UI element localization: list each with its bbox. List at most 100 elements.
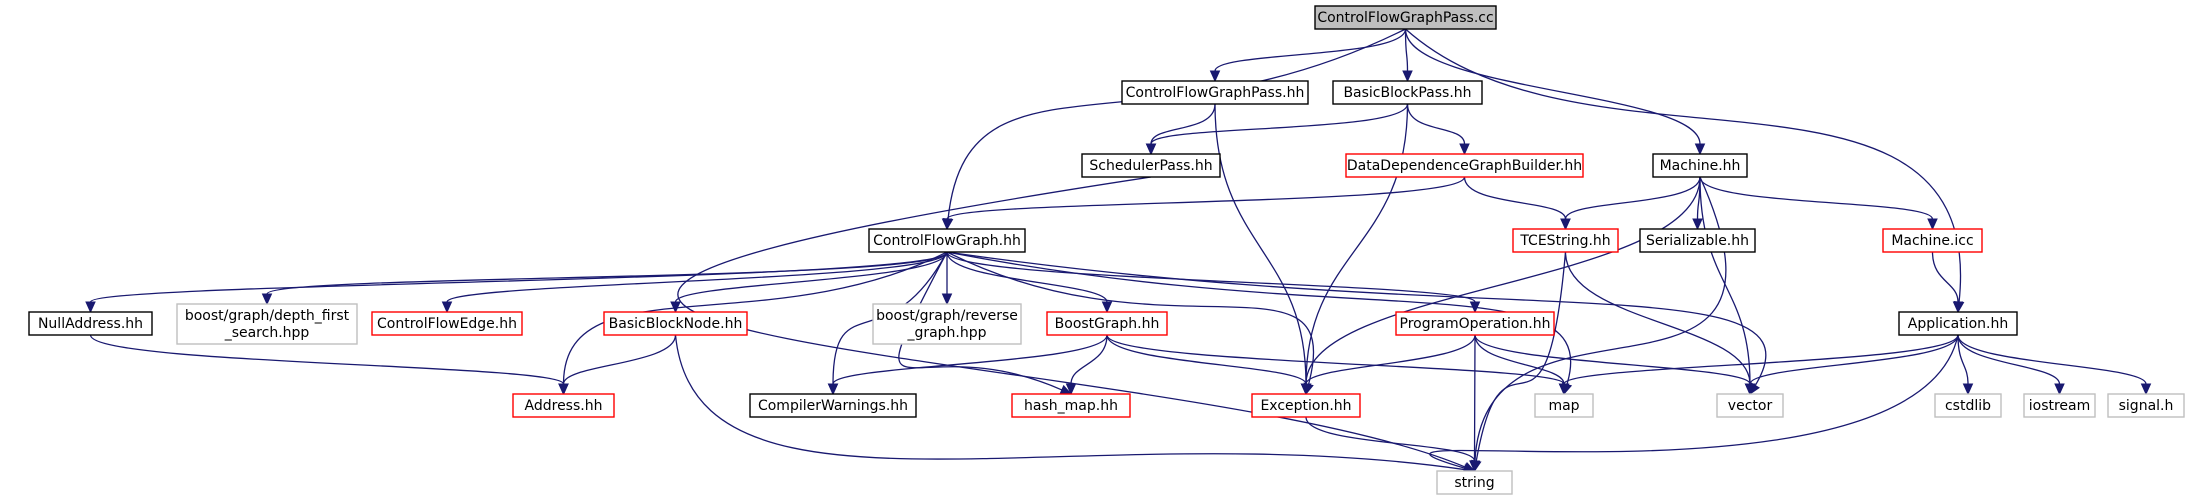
node-box-nulladdress	[28, 311, 153, 336]
node-box-bbpass	[1332, 80, 1483, 105]
node-signal: signal.h	[2107, 393, 2185, 418]
edge-tcestring-to-vector	[1564, 251, 1751, 385]
node-root[interactable]: ControlFlowGraphPass.cc	[1314, 5, 1497, 30]
node-iostream: iostream	[2023, 393, 2096, 418]
node-label-machineicc: Machine.icc	[1891, 233, 1973, 249]
edge-application-to-cstdlib	[1957, 334, 1969, 385]
arrowhead-boostgraph-to-hashmap	[1065, 383, 1077, 396]
node-cfg[interactable]: ControlFlowGraph.hh	[868, 228, 1026, 253]
edge-cfg-to-cfedge	[446, 251, 948, 303]
node-boostgraph[interactable]: BoostGraph.hh	[1046, 311, 1168, 336]
node-ddgbuilder[interactable]: DataDependenceGraphBuilder.hh	[1345, 153, 1584, 178]
edge-progop-to-map	[1474, 334, 1565, 385]
arrowhead-cfg-to-boostgraph	[1101, 301, 1113, 314]
node-nulladdress[interactable]: NullAddress.hh	[28, 311, 153, 336]
node-box-cfg	[868, 228, 1026, 253]
node-label-dfs-line-1: boost/graph/depth_first	[185, 308, 350, 324]
edge-cfg-to-vector	[946, 251, 1767, 386]
node-revgraph: boost/graph/reverse_graph.hpp	[872, 303, 1022, 345]
node-label-serializable: Serializable.hh	[1646, 233, 1749, 249]
edge-root-to-cfgpass_hh	[1214, 28, 1407, 72]
edge-bbnode-to-string	[674, 334, 1465, 471]
node-cstdlib: cstdlib	[1934, 393, 2002, 418]
node-box-compwarn	[749, 393, 917, 418]
edge-exception-to-string	[1305, 416, 1476, 462]
node-label-cfedge: ControlFlowEdge.hh	[377, 316, 517, 332]
edge-tcestring-to-string	[1475, 251, 1567, 462]
node-compwarn[interactable]: CompilerWarnings.hh	[749, 393, 917, 418]
node-label-address: Address.hh	[525, 398, 603, 414]
node-dfs: boost/graph/depth_first_search.hpp	[176, 303, 358, 345]
edge-progop-to-string	[1473, 334, 1476, 462]
arrowhead-cfg-to-cfedge	[441, 301, 453, 314]
node-machineicc[interactable]: Machine.icc	[1882, 228, 1983, 253]
node-box-root	[1314, 5, 1497, 30]
edge-cfg-to-address	[562, 251, 948, 385]
edge-root-to-machine	[1404, 28, 1701, 145]
node-label-signal: signal.h	[2119, 398, 2174, 414]
edge-progop-to-vector	[1474, 334, 1751, 385]
edge-application-to-string	[1429, 334, 1959, 469]
node-box-cstdlib	[1934, 393, 2002, 418]
edge-bbnode-to-address	[562, 334, 677, 385]
node-label-hashmap: hash_map.hh	[1024, 398, 1118, 414]
arrowhead-cfg-to-dfs	[261, 293, 273, 306]
node-vector: vector	[1716, 393, 1784, 418]
node-bbnode[interactable]: BasicBlockNode.hh	[603, 311, 748, 336]
arrowhead-root-to-bbpass	[1402, 70, 1413, 83]
node-label-ddgbuilder: DataDependenceGraphBuilder.hh	[1347, 158, 1582, 174]
node-label-application: Application.hh	[1908, 316, 2008, 332]
node-label-string: string	[1454, 475, 1494, 491]
node-label-progop: ProgramOperation.hh	[1400, 316, 1551, 332]
node-cfedge[interactable]: ControlFlowEdge.hh	[371, 311, 523, 336]
node-exception[interactable]: Exception.hh	[1251, 393, 1361, 418]
node-serializable[interactable]: Serializable.hh	[1639, 228, 1756, 253]
arrowhead-application-to-cstdlib	[1962, 383, 1974, 396]
edge-ddgbuilder-to-tcestring	[1463, 176, 1567, 220]
node-label-vector: vector	[1728, 398, 1773, 414]
node-hashmap[interactable]: hash_map.hh	[1011, 393, 1131, 418]
node-schedpass[interactable]: SchedulerPass.hh	[1081, 153, 1221, 178]
node-label-bbnode: BasicBlockNode.hh	[609, 316, 743, 332]
node-cfgpass_hh[interactable]: ControlFlowGraphPass.hh	[1121, 80, 1309, 105]
arrowhead-application-to-vector	[1744, 383, 1756, 396]
edge-cfg-to-dfs	[266, 251, 948, 295]
edge-machine-to-exception	[1305, 176, 1701, 385]
node-box-signal	[2107, 393, 2185, 418]
arrowhead-cfg-to-revgraph	[941, 293, 953, 306]
node-label-iostream: iostream	[2029, 398, 2091, 414]
node-box-exception	[1251, 393, 1361, 418]
node-progop[interactable]: ProgramOperation.hh	[1395, 311, 1555, 336]
node-label-root: ControlFlowGraphPass.cc	[1317, 10, 1493, 26]
edge-cfg-to-compwarn	[832, 251, 948, 385]
node-box-tcestring	[1512, 228, 1619, 253]
node-box-vector	[1716, 393, 1784, 418]
edge-root-to-application	[1405, 28, 1962, 303]
edge-boostgraph-to-compwarn	[832, 334, 1108, 385]
node-bbpass[interactable]: BasicBlockPass.hh	[1332, 80, 1483, 105]
node-label-bbpass: BasicBlockPass.hh	[1343, 85, 1471, 101]
node-label-boostgraph: BoostGraph.hh	[1055, 316, 1160, 332]
edge-ddgbuilder-to-cfg	[946, 176, 1466, 220]
node-box-hashmap	[1011, 393, 1131, 418]
node-box-schedpass	[1081, 153, 1221, 178]
arrowhead-machine-to-tcestring	[1560, 218, 1571, 231]
arrowhead-machine-to-serializable	[1692, 218, 1703, 231]
node-application[interactable]: Application.hh	[1898, 311, 2018, 336]
node-box-serializable	[1639, 228, 1756, 253]
node-label-schedpass: SchedulerPass.hh	[1089, 158, 1212, 174]
edge-boostgraph-to-exception	[1106, 334, 1307, 385]
node-box-boostgraph	[1046, 311, 1168, 336]
edge-root-to-cfg	[947, 28, 1406, 220]
edge-application-to-signal	[1957, 334, 2147, 385]
node-address[interactable]: Address.hh	[512, 393, 615, 418]
node-box-bbnode	[603, 311, 748, 336]
edge-cfg-to-boostgraph	[946, 251, 1108, 303]
node-tcestring[interactable]: TCEString.hh	[1512, 228, 1619, 253]
node-box-iostream	[2023, 393, 2096, 418]
edge-application-to-iostream	[1957, 334, 2061, 385]
node-box-application	[1898, 311, 2018, 336]
edge-root-to-bbpass	[1404, 28, 1409, 72]
arrowhead-application-to-signal	[2140, 383, 2152, 396]
node-machine[interactable]: Machine.hh	[1652, 153, 1748, 178]
